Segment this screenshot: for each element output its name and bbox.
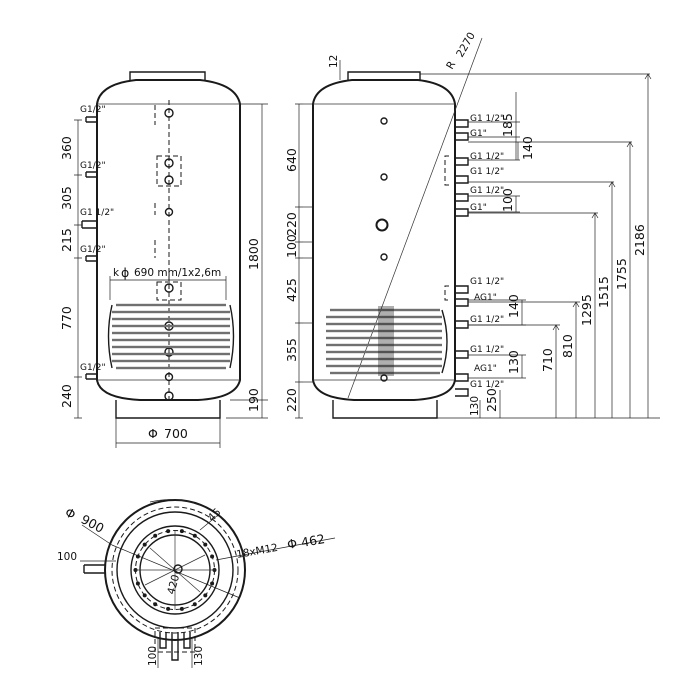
top-conn-dim: 100 — [57, 551, 77, 563]
side-dim-220-lower: 220 — [284, 388, 299, 412]
side-coil — [326, 306, 448, 376]
front-width-label: 700 — [164, 426, 188, 441]
front-top-flange — [129, 71, 206, 80]
top-bolt-holes — [133, 529, 217, 611]
side-height-dimensions: 710 810 1295 1515 1755 2186 — [420, 73, 660, 419]
front-bottom-offset: 190 — [246, 388, 261, 412]
side-radius-label: 2270 — [454, 30, 478, 59]
front-coil-label: 690 mm/1x2,6m — [134, 267, 221, 279]
side-dim-640: 640 — [284, 148, 299, 172]
side-conn-label-4: G1 1/2" — [470, 167, 504, 177]
front-view: G1/2" G1/2" G1 1/2" G1/2" G1/2" 360 305 … — [59, 71, 268, 448]
front-left-dimensions: 360 305 215 770 240 — [59, 119, 82, 419]
side-conn-label-3: G1 1/2" — [470, 152, 504, 162]
side-height-2186: 2186 — [632, 224, 647, 256]
side-base — [332, 400, 438, 419]
front-right-dimensions: 1800 190 — [226, 103, 268, 419]
front-height-label: 1800 — [246, 238, 261, 270]
side-conn-label-7: G1 1/2" — [470, 277, 504, 287]
front-coil-k: k — [113, 267, 120, 279]
top-flange-diameter: 462 — [300, 531, 326, 550]
side-dim-130-bottom: 130 — [469, 396, 481, 416]
front-conn-label-1: G1/2" — [80, 105, 106, 115]
front-dim-215: 215 — [59, 228, 74, 252]
side-height-710: 710 — [540, 348, 555, 372]
top-900-phi: Φ — [63, 504, 79, 522]
top-bottom-dim-130: 130 — [193, 646, 205, 666]
side-conn-label-6: G1" — [470, 203, 487, 213]
side-conn-label-5: G1 1/2" — [470, 186, 504, 196]
side-dim-250: 250 — [484, 388, 499, 412]
front-dim-360: 360 — [59, 136, 74, 160]
side-conn-label-8: AG1" — [474, 293, 497, 303]
front-conn-label-2: G1/2" — [80, 161, 106, 171]
front-conn-label-5: G1/2" — [80, 363, 106, 373]
side-conn-label-10: G1 1/2" — [470, 345, 504, 355]
side-conn-label-1: G1 1/2" — [470, 114, 504, 124]
front-dim-305: 305 — [59, 186, 74, 210]
side-conn-label-12: G1 1/2" — [470, 380, 504, 390]
front-coil — [107, 303, 235, 370]
front-conn-label-4: G1/2" — [80, 245, 106, 255]
front-dim-770: 770 — [59, 306, 74, 330]
top-view: Φ 900 45 18xM12 Φ 462 420 100 100 130 — [57, 499, 336, 668]
front-conn-label-3: G1 1/2" — [80, 208, 114, 218]
side-dim-140-upper: 140 — [520, 136, 535, 160]
top-inner-label: 420 — [165, 573, 182, 595]
side-dim-355: 355 — [284, 338, 299, 362]
side-top-label: 12 — [328, 55, 340, 68]
side-conn-label-2: G1" — [470, 129, 487, 139]
front-coil-phi: ϕ — [121, 265, 129, 280]
side-conn-label-9: G1 1/2" — [470, 315, 504, 325]
top-flange-phi: Φ — [286, 535, 298, 552]
front-dim-240: 240 — [59, 384, 74, 408]
top-flange-outer — [130, 525, 220, 615]
side-view: R 2270 12 G1 1/2" G1" G1 1/2" G1 1/2" G1… — [284, 30, 660, 419]
front-width-phi: Φ — [148, 426, 158, 441]
side-left-dimensions: 640 220 100 425 355 220 — [284, 103, 313, 419]
side-top-flange — [347, 71, 421, 80]
side-conn-label-11: AG1" — [474, 364, 497, 374]
side-radius-r: R — [444, 59, 458, 71]
side-height-1755: 1755 — [614, 258, 629, 290]
side-dim-140-lower: 140 — [506, 294, 521, 318]
side-dim-100-right: 100 — [500, 188, 515, 212]
top-bottom-dim-100: 100 — [147, 646, 159, 666]
side-dim-425: 425 — [284, 278, 299, 302]
side-dim-220-upper: 220 — [284, 212, 299, 236]
side-dim-130: 130 — [506, 350, 521, 374]
side-dim-100: 100 — [284, 234, 299, 258]
side-height-810: 810 — [560, 334, 575, 358]
side-height-1515: 1515 — [596, 276, 611, 308]
side-dim-185: 185 — [500, 113, 515, 137]
top-bolt-label: 18xM12 — [235, 542, 278, 561]
front-base — [115, 400, 221, 419]
side-height-1295: 1295 — [579, 294, 594, 326]
